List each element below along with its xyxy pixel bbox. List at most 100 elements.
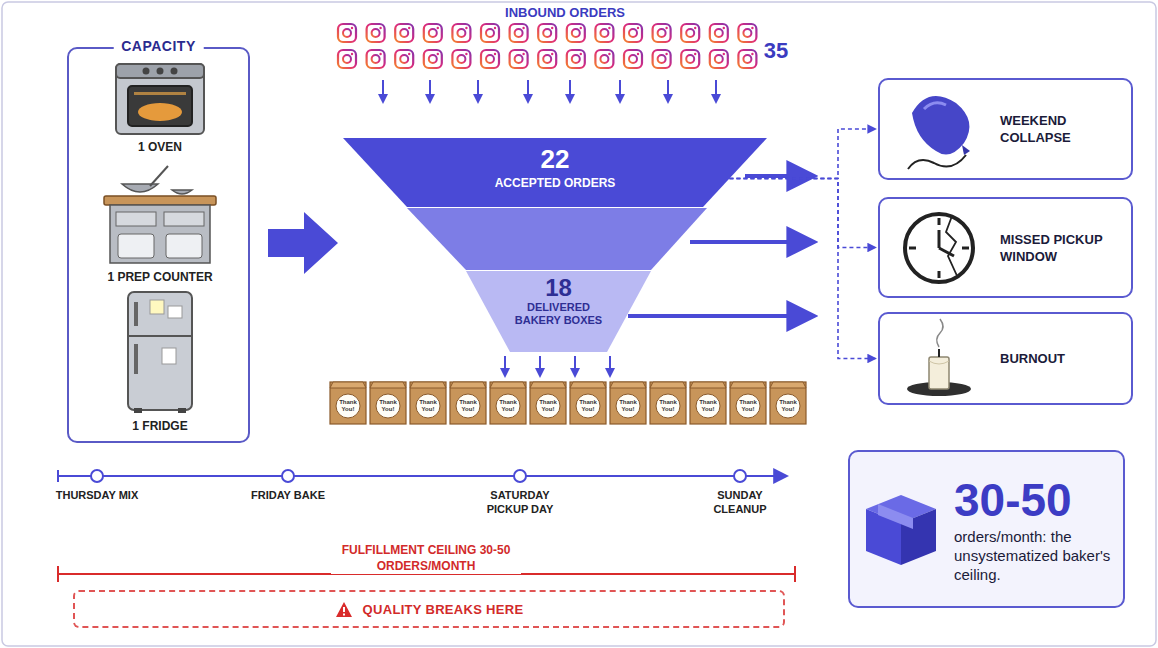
- clock-icon: [938, 271, 941, 278]
- node-heading: 30-50: [954, 475, 1111, 525]
- label-text: SUNDAY CLEANUP: [697, 488, 783, 516]
- ig-lens: [372, 29, 380, 37]
- fridge-icon: [128, 335, 192, 337]
- ig-lens: [457, 55, 465, 63]
- ig-lens: [743, 29, 751, 37]
- ig-icon: [567, 24, 585, 42]
- node-heading: MISSED PICKUP WINDOW: [1000, 231, 1119, 265]
- clock-icon: [909, 218, 969, 278]
- sticker-text: Thank You!: [777, 399, 799, 413]
- ig-icon: [738, 24, 756, 42]
- sticker-text: Thank You!: [737, 399, 759, 413]
- timeline: [57, 470, 59, 482]
- timeline: [734, 470, 746, 482]
- warning-icon: [335, 601, 353, 618]
- bakery-box-lid: [610, 382, 646, 388]
- ig-dot: [408, 53, 410, 55]
- box-sticker: [536, 394, 560, 418]
- ig-lens: [686, 29, 694, 37]
- inbound-arrow: [619, 80, 621, 102]
- bakery-box: [530, 382, 566, 424]
- panel-node: CAPACITY: [67, 47, 250, 443]
- ig-dot: [580, 53, 582, 55]
- ig-dot: [551, 27, 553, 29]
- ig-dot: [437, 27, 439, 29]
- bakery-box-lid: [370, 382, 406, 388]
- sticker-text: Thank You!: [497, 399, 519, 413]
- ig-icon: [338, 50, 356, 68]
- ig-dot: [723, 53, 725, 55]
- ig-dot: [379, 27, 381, 29]
- band-node: 18DELIVERED BAKERY BOXES: [466, 271, 651, 352]
- balloon-icon: [962, 145, 970, 155]
- ig-lens: [600, 55, 608, 63]
- ig-dot: [637, 53, 639, 55]
- label-text: FULFILLMENT CEILING 30-50 ORDERS/MONTH: [331, 542, 521, 574]
- ig-lens: [743, 55, 751, 63]
- box-sticker: [456, 394, 480, 418]
- node-heading: CAPACITY: [113, 38, 204, 54]
- oven-icon: [134, 92, 186, 95]
- ig-lens: [658, 29, 666, 37]
- bakery-box-lid: [730, 382, 766, 388]
- count-number: 35: [754, 38, 798, 64]
- box-sticker: [416, 394, 440, 418]
- bakery-box: [450, 382, 486, 424]
- inbound-arrow: [715, 80, 717, 102]
- balloon-icon: [924, 103, 946, 109]
- ig-icon: [710, 50, 728, 68]
- ig-dot: [751, 53, 753, 55]
- box-icon: [856, 479, 946, 579]
- ig-dot: [694, 53, 696, 55]
- candle-icon: [929, 361, 949, 364]
- bakery-box-lid: [330, 382, 366, 388]
- ig-icon: [681, 24, 699, 42]
- sticker-text: Thank You!: [577, 399, 599, 413]
- oven-icon: [116, 64, 204, 134]
- funnel-band-shape: [466, 271, 651, 352]
- ig-lens: [429, 29, 437, 37]
- ig-icon: [653, 50, 671, 68]
- ig-icon: [681, 50, 699, 68]
- prep-counter-icon: [104, 166, 216, 263]
- bakery-box: [490, 382, 526, 424]
- warning-icon: [343, 607, 345, 612]
- ig-lens: [515, 29, 523, 37]
- clock-icon: [938, 218, 941, 225]
- box-sticker: [336, 394, 360, 418]
- ig-icon: [395, 50, 413, 68]
- node-heading: WEEKEND COLLAPSE: [1000, 112, 1119, 146]
- timeline: [91, 470, 103, 482]
- bakery-box-lid: [690, 382, 726, 388]
- clock-icon: [905, 214, 973, 282]
- bakery-box: [370, 382, 406, 424]
- box-sticker: [616, 394, 640, 418]
- dashed-connector: [729, 179, 876, 248]
- fridge-icon: [128, 292, 192, 413]
- ig-lens: [486, 55, 494, 63]
- ig-icon: [452, 24, 470, 42]
- inbound-arrows: [383, 80, 716, 102]
- prep-counter-icon: [164, 212, 204, 226]
- sticker-text: Thank You!: [697, 399, 719, 413]
- outcome-arrows: [628, 314, 812, 318]
- inbound-arrow: [667, 80, 669, 102]
- box-node: MISSED PICKUP WINDOW: [878, 197, 1133, 298]
- node-heading: QUALITY BREAKS HERE: [363, 602, 524, 617]
- box-node: BURNOUT: [878, 312, 1133, 405]
- ig-lens: [400, 55, 408, 63]
- timeline: [514, 470, 526, 482]
- label-text: THURSDAY MIX: [54, 488, 140, 502]
- inbound-arrow: [429, 80, 431, 102]
- ig-lens: [715, 29, 723, 37]
- ig-dot: [494, 27, 496, 29]
- ceiling-bracket: [794, 566, 796, 582]
- bakery-box: [610, 382, 646, 424]
- node-heading: 18: [507, 274, 611, 301]
- outcome-arrows: [690, 240, 812, 244]
- ig-lens: [457, 29, 465, 37]
- box-sticker: [576, 394, 600, 418]
- oven-icon: [157, 68, 164, 75]
- ig-icon: [710, 24, 728, 42]
- ig-icon: [452, 50, 470, 68]
